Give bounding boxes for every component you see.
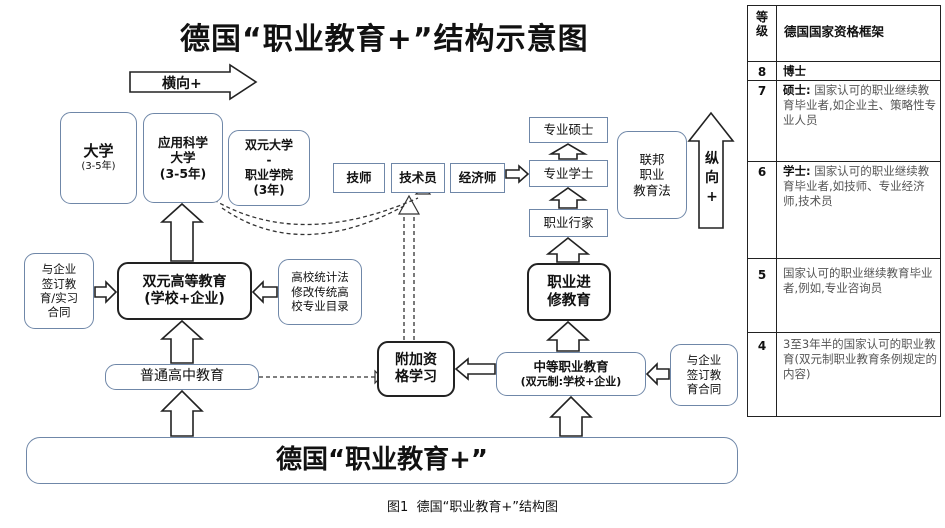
table-row-content: 国家认可的职业继续教育毕业者,例如,专业咨询员 — [783, 266, 939, 296]
table-row-text: 国家认可的职业继续教育毕业者,如企业主、策略性专业人员 — [783, 83, 937, 128]
table-row-title: 博士 — [783, 64, 806, 78]
applied-sciences-box: 应用科学 大学 (3-5年) — [143, 113, 223, 203]
diagram-title: 德国“职业教育+”结构示意图 — [180, 22, 589, 57]
dual-higher-education-box: 双元高等教育 (学校+企业) — [117, 262, 252, 320]
general-high-school-box: 普通高中教育 — [105, 364, 259, 390]
table-row-content: 硕士: 国家认可的职业继续教育毕业者,如企业主、策略性专业人员 — [783, 83, 939, 129]
table-row-content: 学士: 国家认可的职业继续教育毕业者,如技师、专业经济师,技术员 — [783, 164, 939, 210]
table-column-divider — [776, 6, 777, 416]
table-rule — [748, 332, 940, 333]
table-row-level: 4 — [757, 339, 767, 353]
additional-qualifications-box: 附加资 格学习 — [377, 341, 455, 397]
secondary-vocational-label: 中等职业教育 — [533, 359, 609, 375]
professional-bachelor-box: 专业学士 — [529, 160, 608, 187]
economist-to-bachelor-arrow — [505, 164, 530, 184]
dashed-additional-up — [403, 212, 415, 340]
vertical-plus-arrow — [687, 111, 735, 229]
foundation-to-high-school-arrow — [160, 389, 204, 437]
figure-caption: 图1 德国“职业教育+”结构图 — [387, 500, 558, 515]
foundation-box: 德国“职业教育+” — [26, 437, 738, 484]
horizontal-arrow-label: 横向+ — [162, 76, 202, 92]
technician-box: 技师 — [333, 163, 385, 193]
professional-expert-box: 职业行家 — [529, 209, 608, 237]
table-row-level: 6 — [757, 165, 767, 179]
university-box: 大学 (3-5年) — [60, 112, 137, 204]
table-row-text: 国家认可的职业继续教育毕业者,如技师、专业经济师,技术员 — [783, 164, 930, 209]
qualification-framework-table: 等 级 德国国家资格框架 8 博士 7 硕士: 国家认可的职业继续教育毕业者,如… — [747, 5, 941, 417]
table-row-text: 国家认可的职业继续教育毕业者,例如,专业咨询员 — [783, 266, 933, 296]
federal-law-box: 联邦 职业 教育法 — [617, 131, 687, 219]
table-rule — [748, 161, 940, 162]
dashed-up-arrowhead — [397, 194, 421, 215]
vertical-arrow-label: 纵 向 + — [705, 151, 719, 205]
horizontal-plus-arrow — [129, 63, 258, 101]
high-school-to-dual-arrow — [159, 319, 205, 364]
contract-left-box: 与企业 签订教 育/实习 合同 — [24, 253, 94, 329]
table-rule — [748, 61, 940, 62]
economist-box: 经济师 — [450, 163, 505, 193]
table-rule — [748, 80, 940, 81]
further-to-expert-arrow — [545, 236, 591, 263]
secondary-to-further-arrow — [545, 320, 591, 352]
statistics-law-box: 高校统计法 修改传统高 校专业目录 — [278, 259, 362, 325]
university-duration: (3-5年) — [81, 161, 116, 173]
secondary-vocational-sub: (双元制:学校+企业) — [520, 374, 622, 388]
dual-to-university-arrow — [159, 202, 205, 262]
university-label: 大学 — [83, 142, 114, 161]
vocational-further-education-box: 职业进 修教育 — [527, 263, 611, 321]
table-row-level: 5 — [757, 268, 767, 282]
table-row-title: 硕士: — [783, 83, 811, 97]
dashed-curve-to-technician — [213, 197, 419, 236]
professional-master-box: 专业硕士 — [529, 117, 608, 143]
bachelor-to-master-arrow — [548, 143, 588, 160]
table-row-title: 学士: — [783, 164, 811, 178]
foundation-to-secondary-arrow — [549, 395, 593, 437]
table-rule — [748, 258, 940, 259]
statslaw-to-dual-arrow — [251, 280, 278, 304]
table-row-level: 8 — [757, 65, 767, 79]
table-row-text: 3至3年半的国家认可的职业教育(双元制职业教育条例规定的内容) — [783, 337, 937, 382]
table-header-framework: 德国国家资格框架 — [784, 24, 885, 39]
contract-to-secondary-arrow — [645, 362, 670, 386]
engineer-box: 技术员 — [391, 163, 445, 193]
contract-right-box: 与企业 签订教 育合同 — [670, 344, 738, 406]
contract-to-dual-arrow — [94, 280, 118, 304]
table-header-level: 等 级 — [755, 10, 768, 39]
secondary-vocational-box: 中等职业教育 (双元制:学校+企业) — [496, 352, 646, 396]
table-row-content: 3至3年半的国家认可的职业教育(双元制职业教育条例规定的内容) — [783, 337, 939, 383]
dual-university-box: 双元大学 - 职业学院 (3年) — [228, 130, 310, 206]
secondary-to-additional-arrow — [454, 357, 496, 381]
table-row-level: 7 — [757, 84, 767, 98]
expert-to-bachelor-arrow — [548, 187, 588, 209]
